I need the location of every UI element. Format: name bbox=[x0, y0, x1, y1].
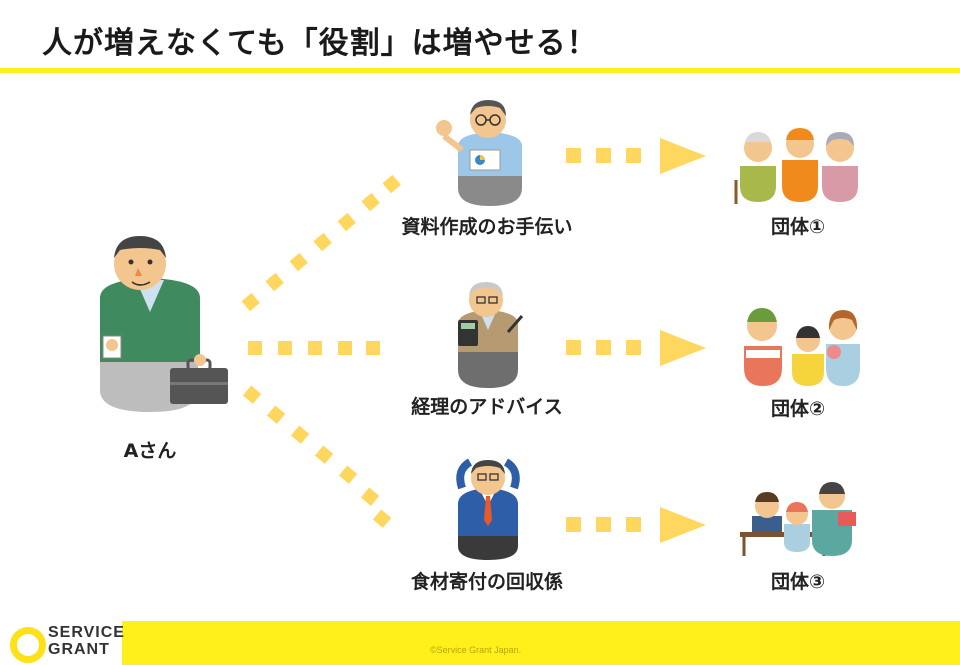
role-3-label: 食材寄付の回収係 bbox=[410, 571, 564, 593]
logo-wordmark: SERVICE GRANT bbox=[48, 624, 125, 658]
copyright-text: ©Service Grant Japan. bbox=[430, 645, 522, 655]
arrow-to-group-1 bbox=[566, 138, 706, 174]
role-2-label: 経理のアドバイス bbox=[411, 396, 563, 418]
role-1-illustration bbox=[436, 100, 522, 206]
page-title: 人が増えなくても「役割」は増やせる！ bbox=[42, 26, 598, 61]
group-2-illustration bbox=[744, 308, 860, 386]
logo-line-1: SERVICE bbox=[48, 624, 125, 641]
role-1-label: 資料作成のお手伝い bbox=[401, 216, 573, 238]
connector-to-role-2 bbox=[248, 341, 380, 355]
person-a-label: Aさん bbox=[123, 440, 177, 462]
footer-bar bbox=[122, 621, 960, 665]
arrow-to-group-2 bbox=[566, 330, 706, 366]
group-1-label: 団体① bbox=[770, 216, 826, 238]
role-2-illustration bbox=[458, 282, 524, 388]
group-3-label: 団体③ bbox=[770, 571, 826, 593]
title-underline bbox=[0, 68, 960, 73]
group-2-label: 団体② bbox=[770, 398, 826, 420]
connector-to-role-1 bbox=[241, 174, 401, 312]
logo-ring-icon bbox=[10, 627, 46, 663]
role-3-illustration bbox=[456, 458, 520, 560]
group-1-illustration bbox=[734, 128, 858, 204]
logo-line-2: GRANT bbox=[48, 641, 110, 658]
group-3-illustration bbox=[740, 482, 856, 556]
person-a-illustration bbox=[100, 236, 228, 412]
arrow-to-group-3 bbox=[566, 507, 706, 543]
connector-to-role-3 bbox=[242, 385, 392, 528]
